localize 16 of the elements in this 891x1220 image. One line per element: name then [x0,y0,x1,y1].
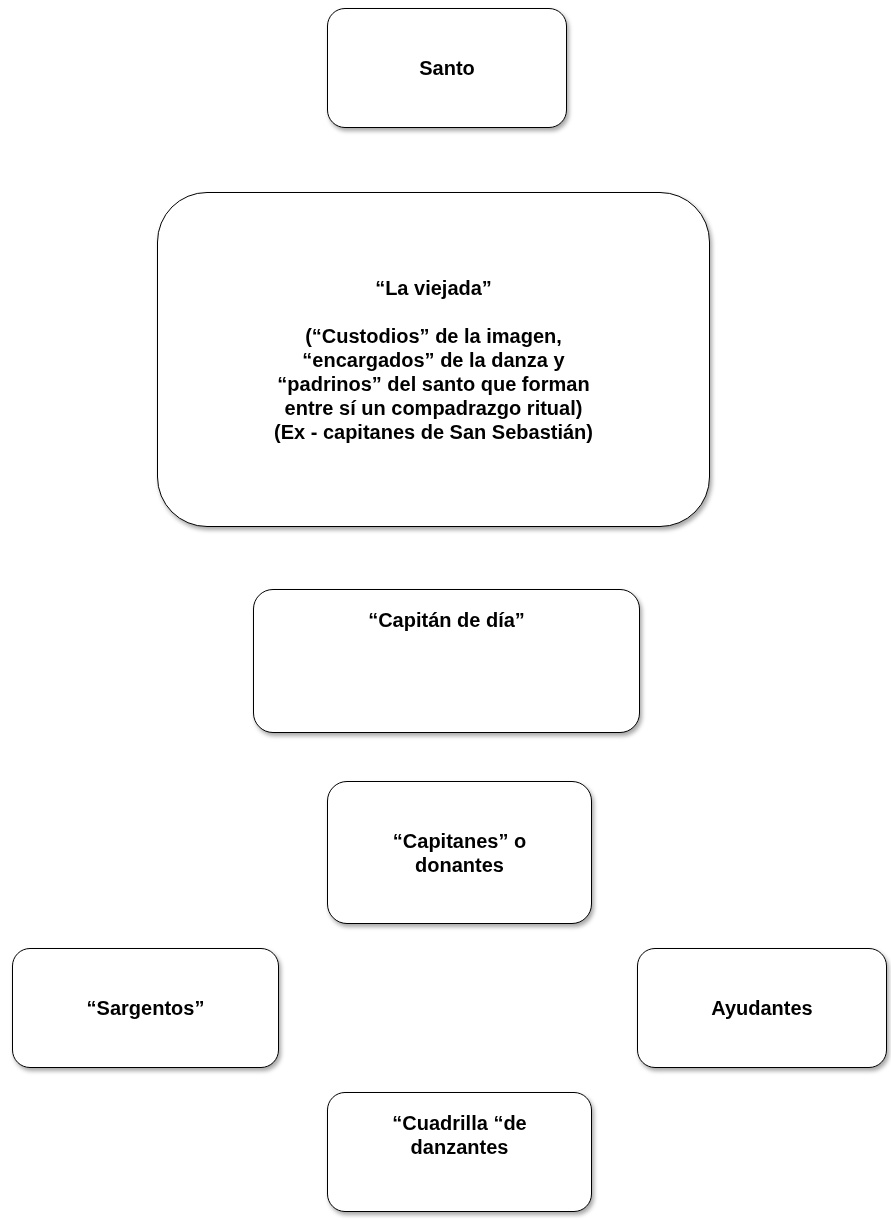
rounded-box [327,8,567,128]
box-heading: “Capitanes” o donantes [391,828,528,877]
box-heading: “Capitán de día” [368,608,525,632]
box-heading: “La viejada” [375,275,492,300]
box-heading: Santo [419,56,475,80]
rounded-box [253,589,640,733]
rounded-box [327,1092,592,1212]
box-heading: “Sargentos” [86,996,205,1020]
rounded-box [637,948,887,1068]
rounded-box [12,948,279,1068]
box-heading: Ayudantes [711,996,813,1020]
box-heading: “Cuadrilla “de danzantes [391,1111,528,1159]
rounded-box [327,781,592,924]
box-text: (“Custodios” de la imagen, “encargados” de la danza y “padrinos” del santo que forman entre sí un compadrazgo ritual) [276,323,591,420]
rounded-box [157,192,710,527]
box-text: (Ex - capitanes de San Sebastián) [274,419,593,444]
